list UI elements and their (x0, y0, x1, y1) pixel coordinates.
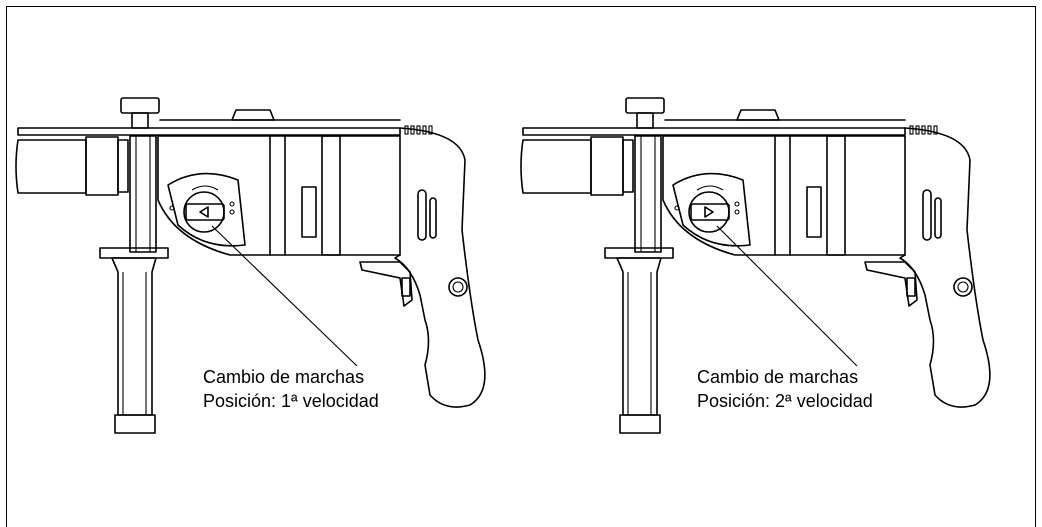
caption-second-gear: Cambio de marchas Posición: 2ª velocidad (697, 365, 873, 413)
caption-position: Posición: 1ª velocidad (203, 391, 379, 411)
caption-title: Cambio de marchas (203, 367, 365, 387)
drill-illustration-second-gear (520, 97, 991, 434)
caption-position: Posición: 2ª velocidad (697, 391, 873, 411)
drill-illustration-first-gear (15, 97, 486, 434)
caption-first-gear: Cambio de marchas Posición: 1ª velocidad (203, 365, 379, 413)
figure-frame (6, 6, 1036, 527)
caption-title: Cambio de marchas (697, 367, 859, 387)
